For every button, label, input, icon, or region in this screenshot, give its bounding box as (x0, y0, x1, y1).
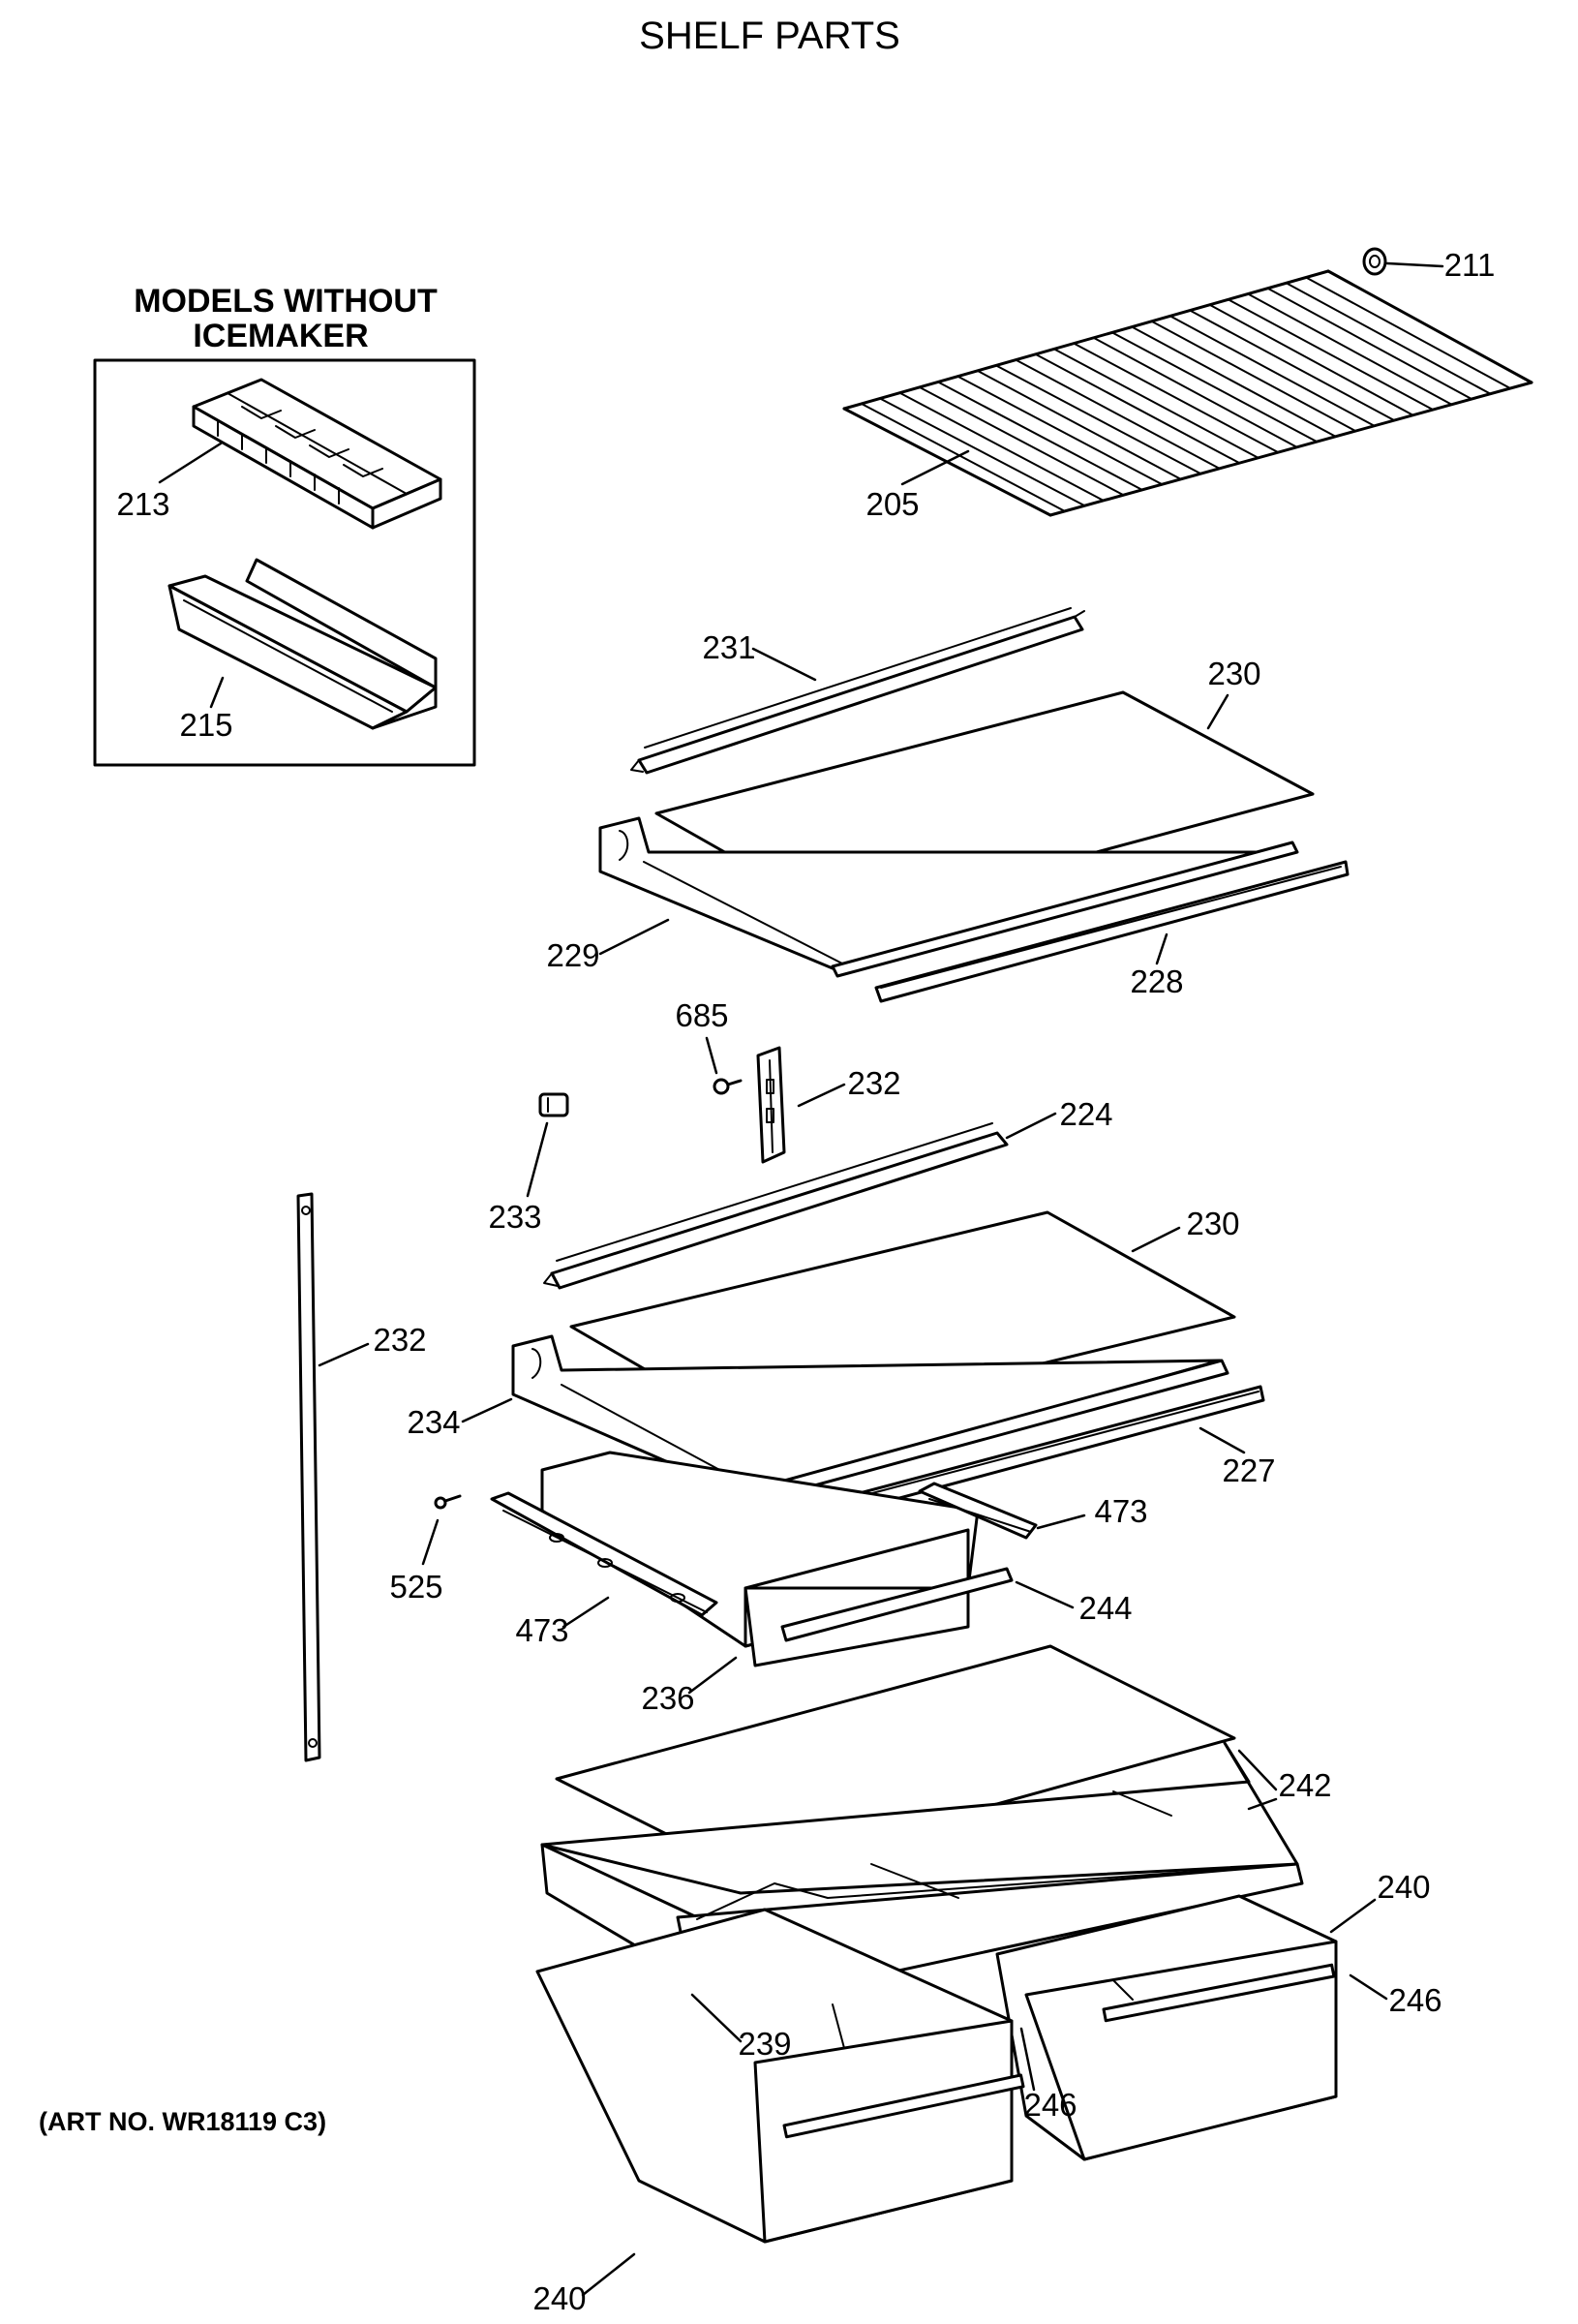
callout-473a: 473 (1094, 1493, 1147, 1529)
lower-glass-shelf-drawing (511, 1210, 1265, 1527)
middle-hardware-drawing (538, 1046, 1009, 1290)
callout-240a: 240 (1377, 1869, 1430, 1905)
callout-244: 244 (1078, 1590, 1132, 1626)
callout-227: 227 (1222, 1452, 1275, 1488)
leader-236 (687, 1656, 738, 1695)
inset-title-line1: MODELS WITHOUT (134, 283, 438, 320)
callout-685: 685 (675, 997, 728, 1033)
upper-glass-shelf-drawing (598, 607, 1350, 1003)
leader-229 (598, 918, 670, 956)
leader-246b (1019, 2027, 1036, 2092)
leader-233 (526, 1121, 549, 1198)
callout-232a: 232 (847, 1065, 900, 1101)
inset-models-without-icemaker: MODELS WITHOUT ICEMAKER 213 215 (93, 283, 476, 767)
leader-224 (1005, 1112, 1057, 1140)
crisper-drawers-drawing (535, 1894, 1338, 2244)
leader-234 (461, 1397, 513, 1423)
callout-239: 239 (738, 2026, 791, 2062)
long-bracket-drawing (296, 1192, 321, 1762)
wire-shelf-drawing (842, 247, 1533, 517)
callout-232b: 232 (373, 1322, 426, 1358)
leader-230b (1131, 1226, 1181, 1253)
leader-242b (1247, 1797, 1278, 1811)
callout-473b: 473 (515, 1612, 568, 1648)
leader-473b (561, 1596, 610, 1629)
leader-525 (421, 1518, 440, 1566)
callout-242: 242 (1278, 1767, 1331, 1803)
callout-230a: 230 (1207, 656, 1260, 691)
leader-240a (1329, 1898, 1377, 1934)
leader-211 (1385, 261, 1444, 268)
callout-236: 236 (641, 1680, 694, 1716)
leader-473a (1036, 1514, 1086, 1530)
leader-239 (690, 1993, 743, 2043)
leader-232b (318, 1342, 370, 1367)
callout-213: 213 (116, 486, 169, 522)
callout-231: 231 (702, 629, 755, 665)
callout-205: 205 (865, 486, 919, 522)
ice-tray-drawing (192, 378, 442, 530)
callout-246a: 246 (1388, 1982, 1441, 2018)
leader-244 (1015, 1580, 1075, 1609)
callout-230b: 230 (1186, 1206, 1239, 1241)
callout-234: 234 (407, 1404, 460, 1440)
leader-685 (705, 1036, 718, 1075)
storage-bin-drawing (167, 558, 438, 730)
callout-224: 224 (1059, 1096, 1112, 1132)
leader-227 (1199, 1426, 1246, 1454)
callout-240b: 240 (532, 2280, 586, 2316)
callout-228: 228 (1130, 963, 1183, 999)
leader-231 (751, 647, 817, 682)
callout-215: 215 (179, 707, 232, 743)
leader-213 (158, 442, 223, 484)
callout-211: 211 (1444, 247, 1496, 283)
leader-228 (1155, 933, 1168, 965)
callout-246b: 246 (1023, 2087, 1077, 2123)
inset-title-line2: ICEMAKER (193, 318, 368, 354)
leader-246a (1349, 1973, 1388, 2001)
callout-233: 233 (488, 1199, 541, 1235)
callout-229: 229 (546, 937, 599, 973)
leader-232a (797, 1083, 846, 1108)
inset-frame (93, 358, 476, 767)
page-title: SHELF PARTS (639, 15, 900, 57)
leader-240b (581, 2252, 636, 2297)
drawer-pan-drawing (434, 1451, 1038, 1667)
leader-230a (1206, 693, 1229, 730)
leader-215 (209, 676, 225, 709)
art-number: (ART NO. WR18119 C3) (39, 2107, 326, 2136)
leader-205 (900, 449, 970, 486)
leader-242a (1237, 1749, 1278, 1791)
callout-525: 525 (389, 1569, 442, 1605)
